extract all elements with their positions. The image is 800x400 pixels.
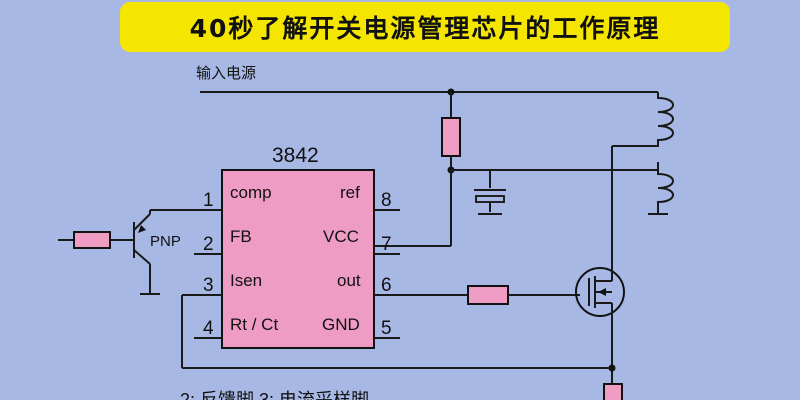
pnp-transistor bbox=[133, 210, 160, 295]
resistor-base bbox=[73, 231, 111, 249]
pin-name-gnd: GND bbox=[322, 315, 360, 334]
pin-number-4: 4 bbox=[203, 318, 214, 339]
pin-number-8: 8 bbox=[381, 190, 392, 211]
pin-number-2: 2 bbox=[203, 234, 214, 255]
title-banner: 40秒了解开关电源管理芯片的工作原理 bbox=[120, 2, 730, 52]
pin-number-5: 5 bbox=[381, 318, 392, 339]
mosfet bbox=[575, 267, 625, 317]
transformer-secondary-coil bbox=[648, 162, 674, 215]
input-power-label: 输入电源 bbox=[196, 65, 256, 82]
bottom-caption: 2: 反馈脚 3: 电流采样脚 bbox=[180, 390, 369, 400]
pnp-label: PNP bbox=[150, 233, 181, 250]
right-pins: 8 7 6 5 bbox=[374, 190, 400, 339]
resistor-sense bbox=[603, 383, 623, 400]
pin-name-fb: FB bbox=[230, 227, 252, 246]
capacitor bbox=[474, 170, 506, 215]
pin-name-ref: ref bbox=[340, 183, 360, 202]
resistor-gate bbox=[467, 285, 509, 305]
chip-3842 bbox=[221, 169, 375, 349]
pin-number-1: 1 bbox=[203, 190, 214, 211]
left-pins: 1 2 3 4 bbox=[194, 190, 222, 339]
pin-name-isen: Isen bbox=[230, 271, 262, 290]
pin-name-comp: comp bbox=[230, 183, 272, 202]
page-title: 40秒了解开关电源管理芯片的工作原理 bbox=[189, 14, 661, 43]
transformer-primary-coil bbox=[612, 91, 674, 147]
resistor-top bbox=[441, 117, 461, 157]
pin-number-3: 3 bbox=[203, 275, 214, 296]
pin-name-rtct: Rt / Ct bbox=[230, 315, 278, 334]
chip-name-label: 3842 bbox=[272, 144, 319, 167]
pin-number-6: 6 bbox=[381, 275, 392, 296]
pin-number-7: 7 bbox=[381, 234, 392, 255]
pin-name-vcc: VCC bbox=[323, 227, 359, 246]
pin-name-out: out bbox=[337, 271, 361, 290]
